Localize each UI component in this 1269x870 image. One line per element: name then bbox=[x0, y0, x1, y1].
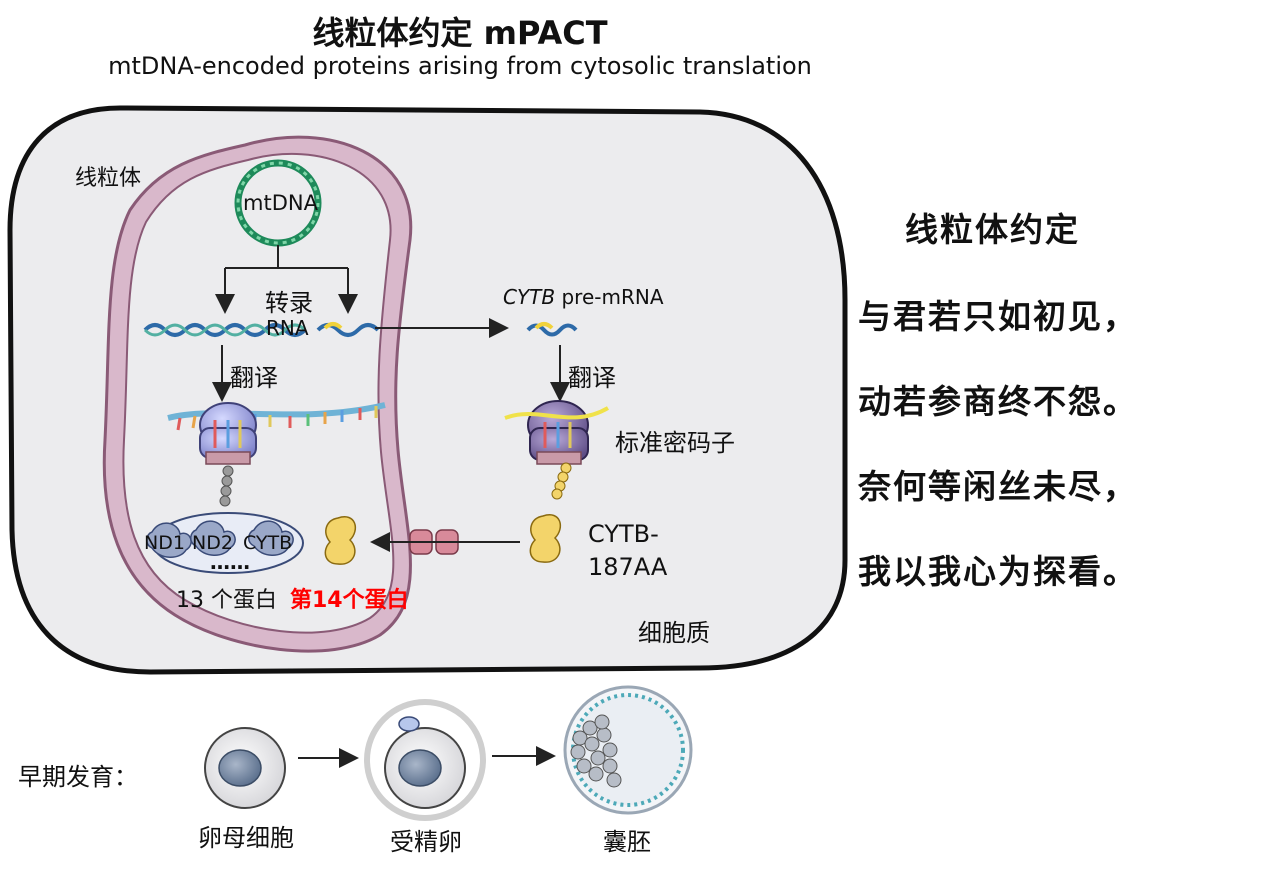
stage-blastocyst-label: 囊胚 bbox=[603, 828, 651, 856]
cytb-protein-label: CYTB bbox=[243, 532, 293, 554]
stage-oocyte-label: 卵母细胞 bbox=[198, 824, 294, 852]
zygote-illustration bbox=[364, 699, 486, 821]
standard-codon-label: 标准密码子 bbox=[615, 429, 735, 457]
stage-zygote-label: 受精卵 bbox=[390, 828, 462, 856]
poem-line-1: 与君若只如初见， bbox=[858, 297, 1138, 336]
mtdna-label: mtDNA bbox=[243, 191, 318, 215]
nd1-label: ND1 bbox=[144, 532, 185, 554]
oocyte-illustration bbox=[204, 727, 286, 809]
cytb187-protein bbox=[529, 514, 562, 563]
cytosolic-ribosome bbox=[504, 400, 610, 500]
pre-mrna-label: CYTB pre-mRNA bbox=[503, 285, 664, 309]
translation-left-label: 翻译 bbox=[230, 364, 278, 392]
poem-line-3: 奈何等闲丝未尽， bbox=[858, 467, 1138, 506]
ellipsis-label: …… bbox=[210, 550, 250, 574]
cytb187-protein-imported bbox=[324, 516, 357, 565]
mtdna-circle bbox=[234, 159, 322, 247]
nd2-label: ND2 bbox=[192, 532, 233, 554]
protein-count-label: 13 个蛋白 bbox=[176, 588, 277, 613]
page-title: 线粒体约定 mPACT bbox=[312, 14, 608, 52]
mitochondrion-inner bbox=[122, 152, 395, 634]
translation-right-label: 翻译 bbox=[568, 364, 616, 392]
transcription-label: 转录 bbox=[265, 289, 313, 317]
cytb187-label-line2: 187AA bbox=[588, 553, 668, 581]
mitochondrion-label: 线粒体 bbox=[75, 166, 142, 191]
rna-label: RNA bbox=[266, 316, 309, 340]
cytoplasm-label: 细胞质 bbox=[638, 619, 710, 647]
development-label: 早期发育： bbox=[18, 763, 138, 791]
cytb-gene-label: CYTB bbox=[503, 285, 556, 309]
poem-title: 线粒体约定 bbox=[905, 210, 1080, 249]
cytb187-label-line1: CYTB- bbox=[588, 520, 659, 548]
poem-line-2: 动若参商终不怨。 bbox=[858, 382, 1138, 421]
fourteenth-protein-label: 第14个蛋白 bbox=[290, 588, 409, 613]
page-subtitle: mtDNA-encoded proteins arising from cyto… bbox=[108, 52, 812, 80]
poem-line-4: 我以我心为探看。 bbox=[858, 552, 1138, 591]
blastocyst-illustration bbox=[563, 685, 693, 815]
mito-ribosome bbox=[167, 402, 386, 507]
pre-mrna-text: pre-mRNA bbox=[555, 285, 664, 309]
